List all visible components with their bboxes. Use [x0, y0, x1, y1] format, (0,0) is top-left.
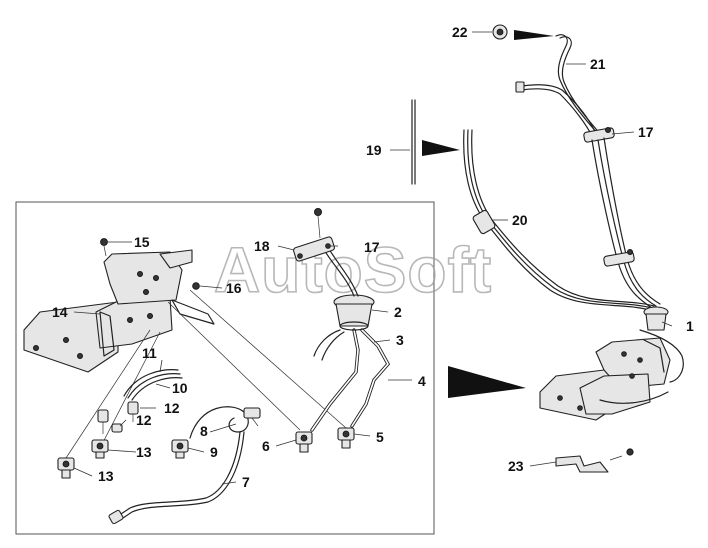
arrow-19	[422, 140, 460, 156]
wire-harness-20	[463, 129, 655, 311]
label-part-3: 3	[396, 332, 404, 348]
brake-pipe-7	[108, 431, 245, 525]
label-part-11: 11	[142, 345, 157, 361]
brake-hose-3	[310, 328, 360, 432]
label-part-18: 18	[254, 238, 270, 254]
fitting-12-lower	[97, 409, 123, 434]
label-part-12b: 12	[136, 412, 152, 428]
leader-lines	[73, 31, 673, 485]
label-part-9: 9	[210, 444, 218, 460]
label-part-23: 23	[508, 458, 524, 474]
arrow-22	[514, 30, 554, 40]
label-part-7: 7	[242, 474, 250, 490]
label-part-19: 19	[366, 142, 382, 158]
tee-fitting-13b	[57, 457, 75, 479]
fitting-12-upper	[127, 401, 139, 422]
label-part-4: 4	[418, 373, 426, 389]
cap-22	[492, 24, 508, 40]
label-part-20: 20	[512, 212, 528, 228]
detail-frame	[15, 201, 435, 535]
fitting-6	[295, 431, 313, 453]
label-part-13b: 13	[98, 468, 114, 484]
label-part-6: 6	[262, 438, 270, 454]
label-part-8: 8	[200, 423, 208, 439]
assembled-bracket	[539, 329, 684, 421]
label-part-1: 1	[686, 318, 694, 334]
grommet-1	[643, 306, 669, 331]
rod-19	[411, 99, 416, 185]
fitting-9	[171, 439, 189, 459]
nut-16	[192, 282, 200, 290]
label-part-16: 16	[226, 280, 242, 296]
label-part-17b: 17	[638, 124, 654, 140]
clamp-8	[189, 406, 261, 439]
clip-18	[293, 236, 335, 262]
label-part-12a: 12	[164, 400, 180, 416]
brake-pipe-21	[515, 34, 603, 137]
clip-17-upper	[583, 127, 615, 143]
bracket-23	[555, 448, 634, 473]
label-part-2: 2	[394, 304, 402, 320]
bolt-15	[100, 238, 108, 257]
label-part-14: 14	[52, 304, 68, 320]
clip-17-lower	[603, 248, 635, 267]
pipes-vertical	[591, 137, 661, 309]
fitting-5	[337, 427, 355, 449]
brake-hose-4	[350, 328, 391, 428]
label-part-21: 21	[590, 56, 606, 72]
label-part-10: 10	[172, 380, 188, 396]
mounting-bracket-14	[23, 249, 215, 373]
label-part-22: 22	[452, 24, 468, 40]
brake-pipe-10	[123, 369, 183, 401]
grommet-2	[333, 294, 375, 331]
label-part-5: 5	[376, 429, 384, 445]
label-part-17a: 17	[364, 239, 380, 255]
tee-fitting-13a	[91, 439, 109, 459]
label-part-15: 15	[134, 234, 150, 250]
bolt-17-detail	[313, 207, 322, 239]
arrow-assembly	[448, 366, 526, 398]
label-part-13a: 13	[136, 444, 152, 460]
